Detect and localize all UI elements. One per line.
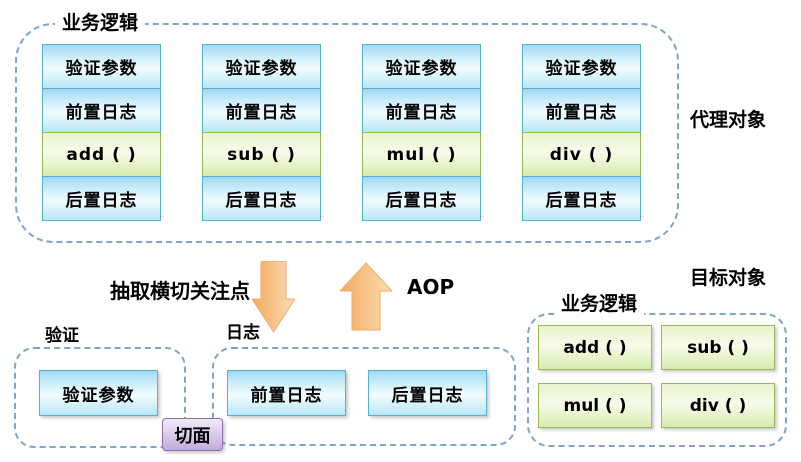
step-box: 前置日志 [42, 88, 161, 133]
add-method-box: add ( ) [538, 325, 652, 370]
up-arrow-icon [340, 262, 392, 331]
step-box: 后置日志 [362, 176, 481, 221]
step-box: 前置日志 [522, 88, 641, 133]
step-box: 后置日志 [202, 176, 321, 221]
step-box: 验证参数 [202, 44, 321, 89]
after-log-box: 后置日志 [368, 370, 487, 416]
aspect-box: 切面 [162, 418, 223, 451]
step-box: 验证参数 [362, 44, 481, 89]
log-group-label: 日志 [219, 324, 267, 343]
method-box: mul ( ) [362, 132, 481, 177]
method-box: div ( ) [522, 132, 641, 177]
proxy-column-div: 验证参数 前置日志 div ( ) 后置日志 [522, 44, 641, 221]
sub-method-box: sub ( ) [661, 325, 775, 370]
proxy-object-label: 代理对象 [690, 109, 767, 131]
target-group-label: 业务逻辑 [554, 294, 645, 315]
proxy-object-group [15, 23, 679, 243]
step-box: 前置日志 [202, 88, 321, 133]
mul-method-box: mul ( ) [538, 383, 652, 428]
div-method-box: div ( ) [661, 383, 775, 428]
step-box: 验证参数 [42, 44, 161, 89]
step-box: 前置日志 [362, 88, 481, 133]
extract-crosscut-label: 抽取横切关注点 [110, 279, 250, 303]
validation-group [14, 347, 186, 448]
proxy-group-label: 业务逻辑 [55, 13, 146, 34]
step-box: 验证参数 [522, 44, 641, 89]
method-box: add ( ) [42, 132, 161, 177]
target-object-label: 目标对象 [690, 267, 767, 289]
proxy-column-mul: 验证参数 前置日志 mul ( ) 后置日志 [362, 44, 481, 221]
log-group [212, 347, 516, 446]
validate-params-box: 验证参数 [39, 370, 158, 416]
method-box: sub ( ) [202, 132, 321, 177]
validation-group-label: 验证 [38, 327, 86, 346]
target-group [527, 313, 787, 447]
proxy-column-add: 验证参数 前置日志 add ( ) 后置日志 [42, 44, 161, 221]
aop-label: AOP [407, 275, 455, 299]
down-arrow-icon [252, 261, 295, 333]
proxy-column-sub: 验证参数 前置日志 sub ( ) 后置日志 [202, 44, 321, 221]
step-box: 后置日志 [522, 176, 641, 221]
before-log-box: 前置日志 [227, 370, 346, 416]
step-box: 后置日志 [42, 176, 161, 221]
